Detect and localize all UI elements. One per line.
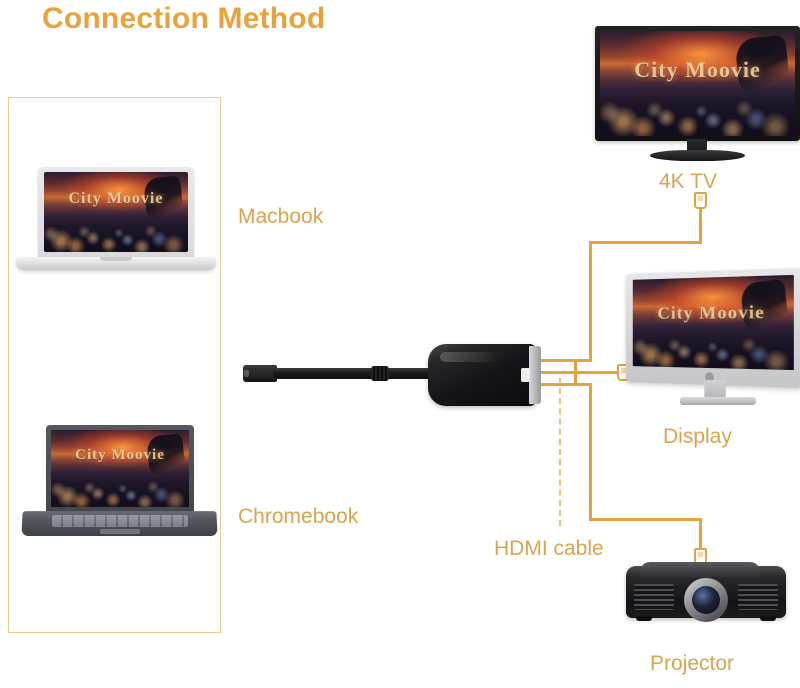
wire-tv-horizontal bbox=[589, 241, 702, 244]
hdmi-cable-label: HDMI cable bbox=[494, 537, 604, 560]
macbook-label: Macbook bbox=[238, 205, 324, 228]
macbook-lid: City Moovie bbox=[38, 167, 194, 259]
wire-projector-join bbox=[574, 383, 592, 386]
screen-movie-title: City Moovie bbox=[634, 57, 761, 83]
chromebook-keyboard bbox=[52, 515, 188, 527]
source-devices-box bbox=[8, 97, 221, 633]
projector-vent-right bbox=[738, 584, 778, 610]
display-screen: City Moovie bbox=[632, 274, 794, 371]
tv-bezel: City Moovie bbox=[595, 26, 800, 141]
wire-tv-vertical-left bbox=[589, 241, 592, 362]
hdmi-plug-tv-icon bbox=[694, 192, 707, 209]
wire-projector-vertical-right bbox=[699, 518, 702, 550]
macbook-device: City Moovie bbox=[16, 167, 216, 277]
hdmi-port-icon bbox=[521, 368, 530, 382]
display-device: City Moovie bbox=[618, 267, 800, 413]
chromebook-screen: City Moovie bbox=[51, 430, 189, 507]
tv-device: City Moovie bbox=[595, 26, 800, 161]
usb-c-connector-icon bbox=[243, 365, 277, 382]
projector-device bbox=[626, 558, 786, 628]
hdmi-cable-leader-line bbox=[559, 378, 561, 526]
screen-movie-title: City Moovie bbox=[68, 189, 164, 207]
page-title: Connection Method bbox=[42, 2, 326, 35]
tv-stand-neck bbox=[687, 139, 707, 153]
macbook-base bbox=[16, 257, 216, 270]
projector-feet bbox=[636, 616, 776, 621]
chromebook-lid: City Moovie bbox=[46, 425, 194, 513]
projector-vent-left bbox=[634, 584, 674, 610]
screen-movie-title: City Moovie bbox=[657, 301, 765, 323]
tv-stand-base bbox=[650, 150, 745, 161]
adapter-cable bbox=[273, 368, 433, 379]
usbc-to-hdmi-adapter bbox=[243, 340, 563, 410]
adapter-faceplate bbox=[529, 346, 541, 404]
wire-projector-vertical-left bbox=[589, 383, 592, 520]
projector-lens bbox=[692, 586, 720, 614]
chromebook-trackpad bbox=[100, 529, 140, 534]
projector-label: Projector bbox=[650, 652, 735, 675]
display-label: Display bbox=[663, 425, 732, 448]
chromebook-device: City Moovie bbox=[21, 425, 218, 540]
chromebook-label: Chromebook bbox=[238, 505, 359, 528]
wire-adapter-to-tv-stub bbox=[541, 359, 577, 362]
wire-tv-vertical-right bbox=[699, 207, 702, 243]
macbook-notch bbox=[100, 257, 132, 261]
projector-top-cover bbox=[640, 562, 760, 578]
macbook-screen: City Moovie bbox=[44, 172, 188, 252]
wire-bus-down-left bbox=[574, 371, 577, 385]
wire-bus-up-left bbox=[574, 359, 577, 372]
display-stand-base bbox=[680, 397, 756, 405]
tv-screen: City Moovie bbox=[600, 31, 795, 136]
display-bezel: City Moovie bbox=[626, 267, 800, 389]
screen-movie-title: City Moovie bbox=[75, 446, 165, 463]
adapter-strain-relief bbox=[371, 366, 389, 381]
wire-projector-horizontal bbox=[589, 518, 702, 521]
wire-tv-join bbox=[574, 359, 592, 362]
tv-label: 4K TV bbox=[659, 170, 717, 193]
adapter-body bbox=[428, 344, 536, 406]
wire-adapter-to-display bbox=[541, 371, 623, 374]
